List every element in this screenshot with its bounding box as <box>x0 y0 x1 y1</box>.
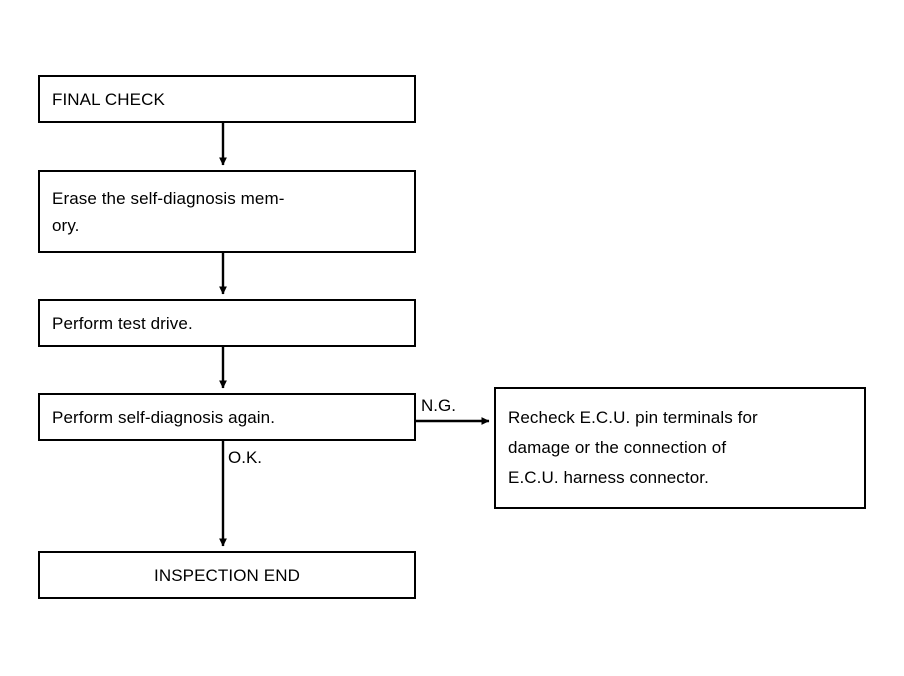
flow-node-test-drive: Perform test drive. <box>38 299 416 347</box>
flow-node-self-diagnosis-label: Perform self-diagnosis again. <box>52 407 276 427</box>
flow-node-erase-memory-label: Erase the self-diagnosis mem- ory. <box>52 188 285 235</box>
flow-node-test-drive-label: Perform test drive. <box>52 313 193 333</box>
flow-node-self-diagnosis: Perform self-diagnosis again. <box>38 393 416 441</box>
edge-label-ok: O.K. <box>228 448 263 467</box>
flow-node-erase-memory: Erase the self-diagnosis mem- ory. <box>38 170 416 253</box>
edge-label-ng: N.G. <box>421 396 456 415</box>
flow-node-recheck-ecu: Recheck E.C.U. pin terminals for damage … <box>494 387 866 509</box>
flow-node-recheck-ecu-label: Recheck E.C.U. pin terminals for damage … <box>508 408 758 487</box>
flow-node-final-check-label: FINAL CHECK <box>52 89 165 109</box>
flow-node-final-check: FINAL CHECK <box>38 75 416 123</box>
flow-node-inspection-end: INSPECTION END <box>38 551 416 599</box>
flow-node-inspection-end-label: INSPECTION END <box>154 565 300 585</box>
